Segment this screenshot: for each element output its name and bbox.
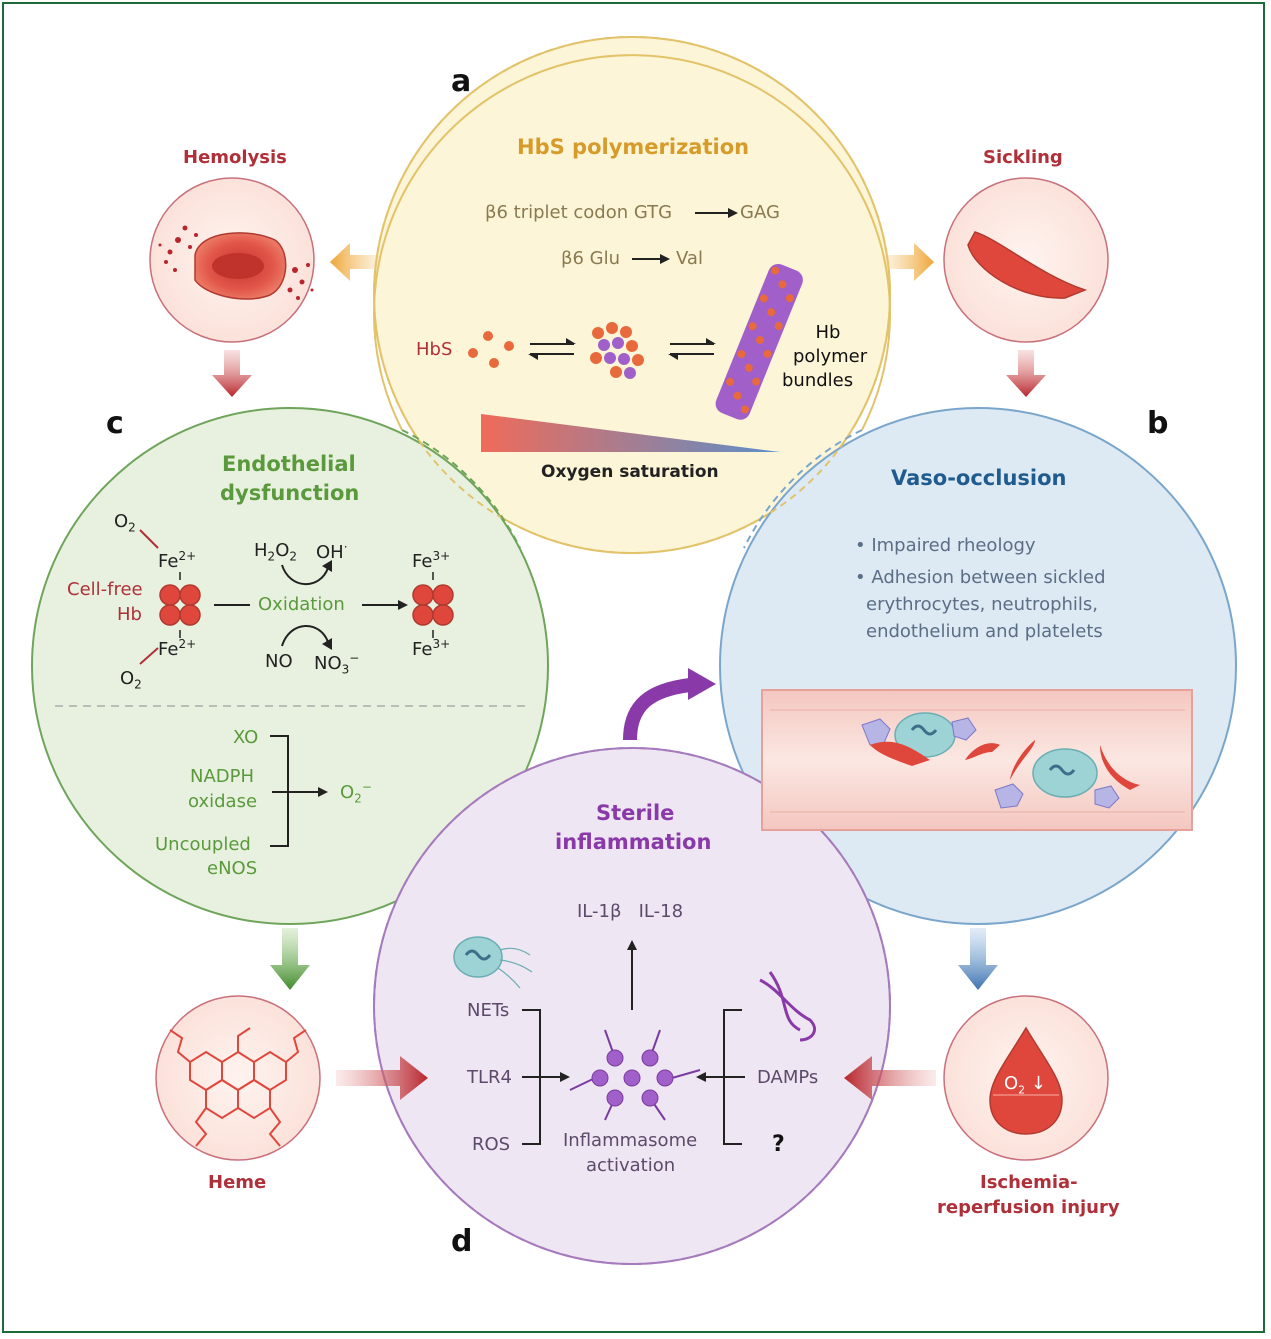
oxygen-drop-icon bbox=[989, 1026, 1063, 1135]
oxidation-label: Oxidation bbox=[258, 594, 345, 615]
inflammasome-icon bbox=[569, 1029, 701, 1121]
codon-line-2: GAG bbox=[740, 202, 780, 223]
panel-c-dashed bbox=[401, 429, 521, 549]
arrow-c-to-heme bbox=[270, 928, 310, 990]
codon-line-1: β6 triplet codon GTG bbox=[485, 202, 673, 223]
cytokines-label: IL-1β IL-18 bbox=[577, 901, 684, 922]
heme-label: Heme bbox=[208, 1172, 267, 1193]
arrow-ischemia-to-d bbox=[844, 1056, 936, 1100]
inflammasome-label-1: Inflammasome bbox=[563, 1130, 698, 1151]
panel-d-dashed bbox=[373, 747, 891, 1265]
aa-line-1: β6 Glu bbox=[561, 248, 621, 269]
xo-label: XO bbox=[233, 727, 259, 748]
unknown-label: ? bbox=[772, 1132, 785, 1157]
superoxide-label: O2− bbox=[340, 780, 372, 806]
heme-circle bbox=[155, 995, 321, 1161]
ischemia-label-1: Ischemia- bbox=[980, 1172, 1078, 1193]
nadph-label-2: oxidase bbox=[188, 791, 258, 812]
inflammasome-label-2: activation bbox=[586, 1155, 676, 1176]
heme-molecule-icon bbox=[169, 1027, 307, 1147]
oxygen-saturation-label: Oxygen saturation bbox=[541, 462, 719, 482]
panel-c-title-1: Endothelial bbox=[222, 452, 356, 476]
dna-icon bbox=[759, 971, 816, 1042]
cell-free-hb-2: Hb bbox=[117, 604, 142, 625]
vaso-bullet-3: erythrocytes, neutrophils, bbox=[866, 594, 1099, 615]
o2-bottom: O2 bbox=[120, 668, 142, 692]
oh-label: OH· bbox=[316, 540, 348, 563]
h2o2-label: H2O2 bbox=[254, 540, 297, 564]
fe2-top: Fe2+ bbox=[158, 549, 197, 572]
panel-d-title-2: inflammation bbox=[555, 830, 712, 854]
arrow-hemolysis-down bbox=[212, 350, 252, 397]
enos-label-2: eNOS bbox=[207, 858, 258, 879]
arrow-to-hemolysis bbox=[330, 243, 380, 281]
vaso-bullet-4: endothelium and platelets bbox=[866, 621, 1103, 642]
vaso-bullet-2: • Adhesion between sickled bbox=[855, 567, 1106, 588]
panel-c-title-2: dysfunction bbox=[220, 481, 360, 505]
hemolysis-label: Hemolysis bbox=[183, 147, 287, 168]
panel-a-content bbox=[468, 208, 803, 452]
polymer-label-1: Hb bbox=[815, 322, 841, 343]
arrow-d-to-b bbox=[623, 678, 691, 741]
panel-c-circle bbox=[31, 407, 549, 925]
polymer-label-3: bundles bbox=[782, 370, 854, 391]
hbs-label: HbS bbox=[416, 339, 453, 360]
panel-d-title-1: Sterile bbox=[596, 801, 675, 825]
panel-d-letter: d bbox=[451, 1224, 473, 1259]
drop-o2-label: O2 ↓ bbox=[1004, 1073, 1046, 1097]
panel-b-dashed bbox=[743, 429, 863, 549]
panel-a-title: HbS polymerization bbox=[517, 135, 750, 159]
arrow-d-to-b-head bbox=[688, 668, 716, 700]
arrow-b-to-ischemia bbox=[958, 928, 998, 990]
oxygen-gradient bbox=[481, 414, 780, 452]
panel-b-title: Vaso-occlusion bbox=[891, 466, 1067, 490]
arrow-sickling-down bbox=[1006, 350, 1046, 397]
arrow-heme-to-d bbox=[336, 1056, 428, 1100]
panel-c-letter: c bbox=[106, 406, 124, 441]
fe3-bottom: Fe3+ bbox=[412, 637, 451, 660]
panel-a-letter: a bbox=[451, 64, 472, 99]
tlr4-label: TLR4 bbox=[467, 1067, 512, 1088]
vessel-illustration bbox=[761, 689, 1193, 831]
nadph-label-1: NADPH bbox=[190, 766, 255, 787]
fe2-bottom: Fe2+ bbox=[158, 637, 197, 660]
polymer-label-2: polymer bbox=[793, 346, 868, 367]
panel-b-letter: b bbox=[1147, 406, 1169, 441]
ischemia-label-2: reperfusion injury bbox=[937, 1197, 1120, 1218]
sickled-cell-icon bbox=[967, 231, 1088, 299]
nets-label: NETs bbox=[467, 1000, 510, 1021]
aa-line-2: Val bbox=[676, 248, 703, 269]
damps-label: DAMPs bbox=[757, 1067, 819, 1088]
hemolyzed-rbc-icon bbox=[158, 225, 314, 300]
no-label: NO bbox=[265, 651, 293, 672]
no3-label: NO3− bbox=[314, 651, 360, 677]
fe3-top: Fe3+ bbox=[412, 549, 451, 572]
neutrophil-net-icon bbox=[453, 936, 533, 989]
o2-top: O2 bbox=[114, 511, 136, 535]
cell-free-hb-1: Cell-free bbox=[67, 579, 143, 600]
enos-label-1: Uncoupled bbox=[155, 834, 251, 855]
panel-d-content bbox=[453, 936, 816, 1145]
arrow-to-sickling bbox=[884, 243, 934, 281]
ros-label: ROS bbox=[472, 1134, 511, 1155]
vaso-bullet-1: • Impaired rheology bbox=[855, 535, 1036, 556]
sickling-label: Sickling bbox=[983, 147, 1063, 168]
panel-c-content bbox=[55, 529, 530, 847]
